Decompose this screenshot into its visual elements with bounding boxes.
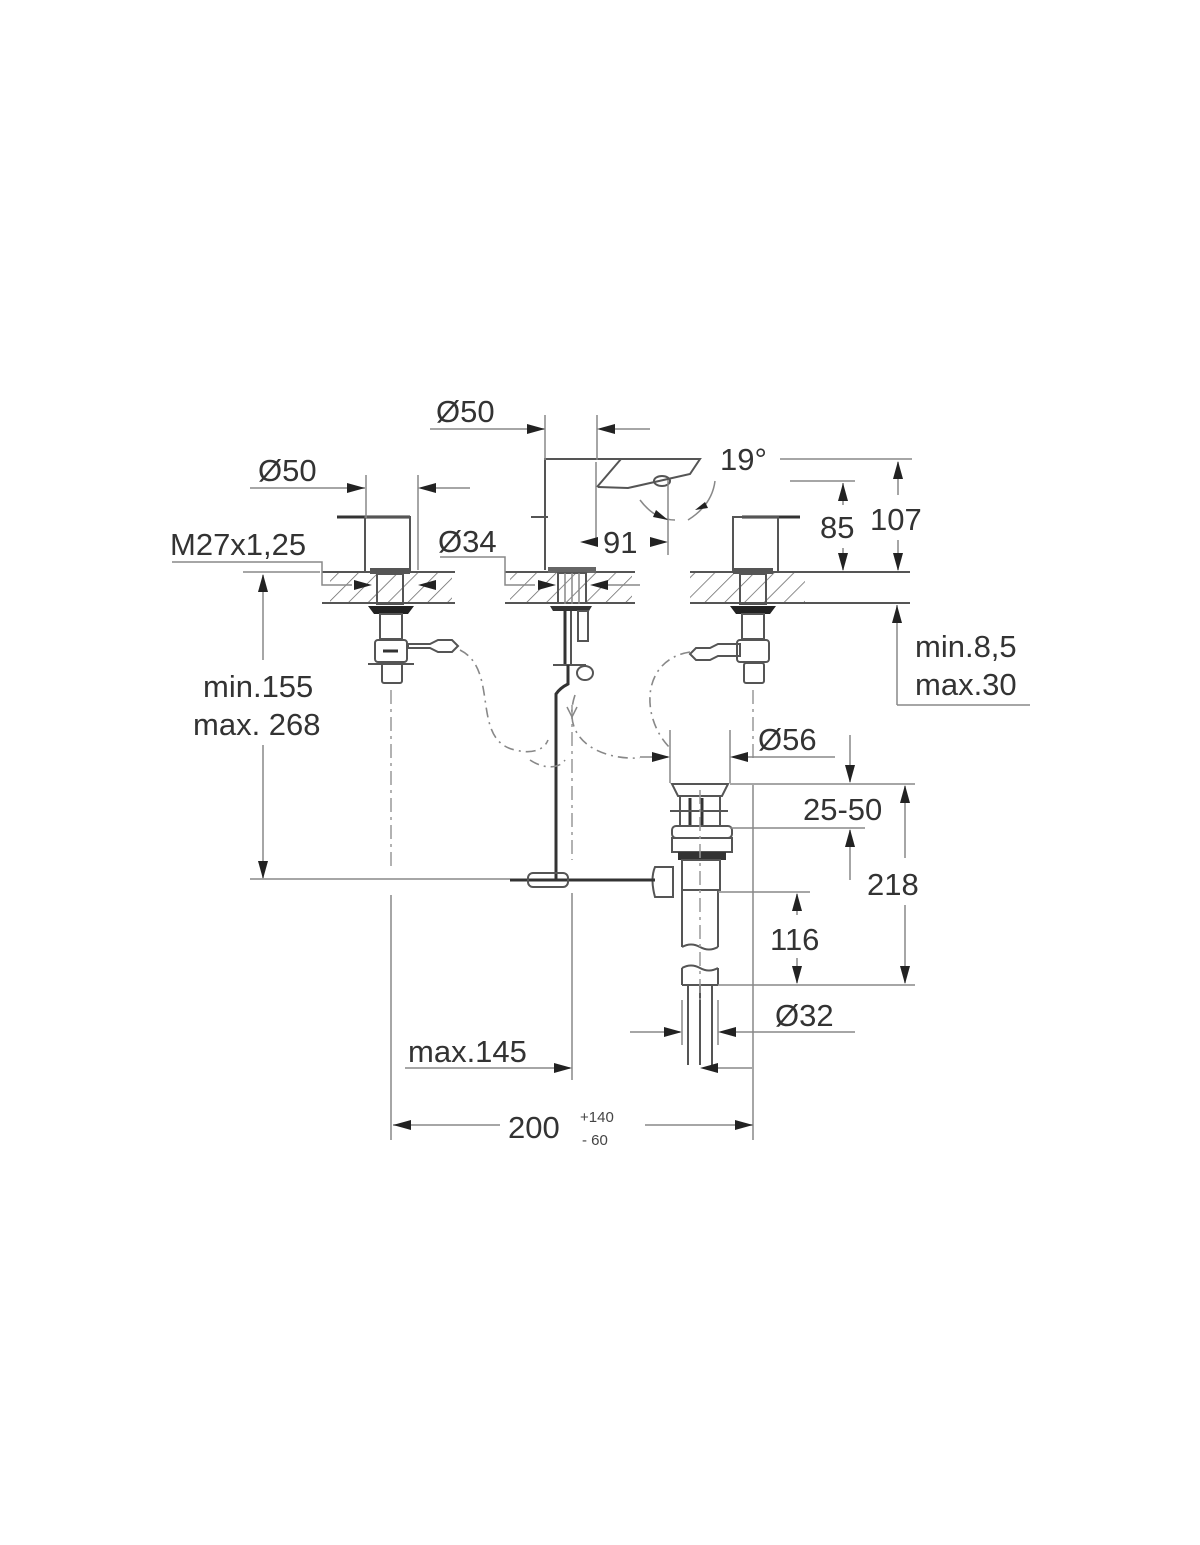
label-centres-tol-minus: - 60: [582, 1132, 608, 1149]
label-centres-tol-plus: +140: [580, 1109, 614, 1126]
label-hole-diameter: Ø34: [438, 524, 497, 559]
right-valve: [688, 515, 800, 1140]
label-spout-diameter: Ø50: [436, 394, 495, 429]
dimension-labels: Ø50 Ø50 M27x1,25 Ø34 91 19° 85 107 min.8…: [170, 394, 1017, 1149]
label-connection-min: min.155: [203, 669, 313, 704]
popup-waste: [510, 730, 733, 1065]
label-spout-angle: 19°: [720, 442, 767, 477]
spout: [531, 458, 702, 1080]
label-handle-height: 85: [820, 510, 854, 545]
label-thread: M27x1,25: [170, 527, 306, 562]
label-centres: 200: [508, 1110, 560, 1145]
label-deck-min: min.8,5: [915, 629, 1017, 664]
label-spout-projection: 91: [603, 525, 637, 560]
hoses: [459, 649, 691, 768]
label-tailpiece-diameter: Ø32: [775, 998, 834, 1033]
left-valve: [337, 515, 460, 1140]
label-connection-max: max. 268: [193, 707, 321, 742]
label-rod-max: max.145: [408, 1034, 527, 1069]
label-spout-height: 107: [870, 502, 922, 537]
label-waste-diameter: Ø56: [758, 722, 817, 757]
dimension-lines: [172, 415, 1030, 1130]
label-handle-diameter: Ø50: [258, 453, 317, 488]
label-tailpiece-length: 116: [770, 922, 819, 957]
label-deck-max: max.30: [915, 667, 1017, 702]
label-waste-height: 218: [867, 867, 919, 902]
deck-sections: [322, 571, 910, 604]
label-waste-adjust: 25-50: [803, 792, 882, 827]
